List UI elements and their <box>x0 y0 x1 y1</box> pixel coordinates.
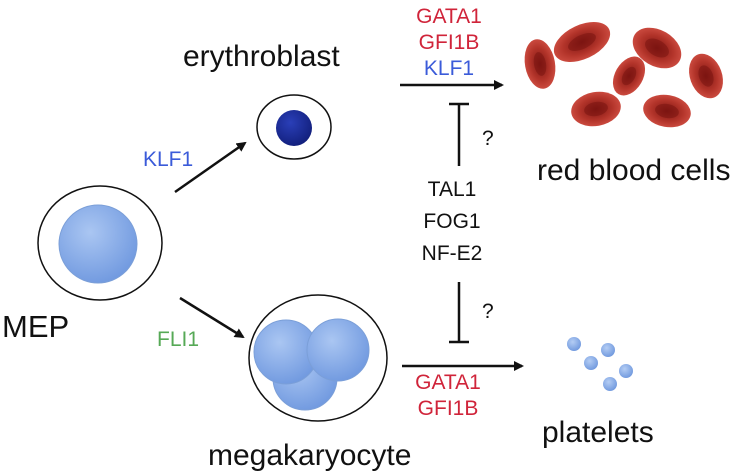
top-tf-1: GATA1 <box>416 5 482 28</box>
factor-klf1-left: KLF1 <box>143 148 193 171</box>
question-top: ? <box>482 127 494 150</box>
label-erythroblast: erythroblast <box>183 40 340 73</box>
label-red-blood-cells: red blood cells <box>537 154 730 187</box>
erythroblast-cell <box>256 94 332 160</box>
red-blood-cells-image <box>524 22 723 128</box>
mep-cell <box>37 185 163 301</box>
megakaryocyte-cell <box>248 294 388 422</box>
label-platelets: platelets <box>542 416 654 449</box>
bottom-tf-2: GFI1B <box>418 397 479 420</box>
question-bottom: ? <box>482 300 494 323</box>
inhibition-top <box>449 102 469 166</box>
arrow-mep-to-erythroblast <box>174 141 247 194</box>
inhibition-bottom <box>449 282 469 344</box>
arrow-mep-to-megakaryocyte <box>179 296 245 339</box>
label-megakaryocyte: megakaryocyte <box>208 439 411 472</box>
middle-tf-3: NF-E2 <box>422 242 483 265</box>
top-tf-2: GFI1B <box>419 31 480 54</box>
factor-fli1: FLI1 <box>157 328 199 351</box>
bottom-tf-1: GATA1 <box>415 371 481 394</box>
middle-tf-1: TAL1 <box>428 178 477 201</box>
top-tf-3: KLF1 <box>424 57 474 80</box>
middle-tf-2: FOG1 <box>423 210 480 233</box>
label-mep: MEP <box>2 309 69 344</box>
platelets-image <box>567 337 633 391</box>
